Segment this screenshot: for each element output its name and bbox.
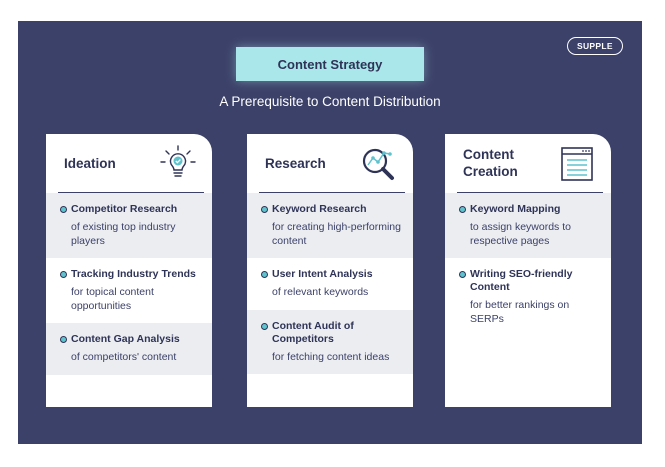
card-header: Research xyxy=(247,134,413,192)
card-header: Ideation xyxy=(46,134,212,192)
list-item: Keyword Mapping to assign keywords to re… xyxy=(445,193,611,258)
bullet-icon xyxy=(459,206,466,213)
list-item: Writing SEO-friendly Content for better … xyxy=(445,258,611,336)
list-item: Keyword Research for creating high-perfo… xyxy=(247,193,413,258)
list-item: User Intent Analysis of relevant keyword… xyxy=(247,258,413,310)
page-title: Content Strategy xyxy=(277,56,383,72)
item-title: Keyword Mapping xyxy=(470,203,561,215)
bullet-icon xyxy=(261,206,268,213)
bullet-icon xyxy=(261,322,268,330)
card-header: Content Creation xyxy=(445,134,611,192)
card-title: Research xyxy=(265,155,326,171)
header-divider xyxy=(259,192,405,193)
card-ideation: Ideation Competitor Research of ex xyxy=(46,134,212,407)
subtitle: A Prerequisite to Content Distribution xyxy=(219,94,441,109)
item-desc: for fetching content ideas xyxy=(272,350,390,363)
infographic: Content Strategy A Prerequisite to Conte… xyxy=(18,21,642,444)
card-content-creation: Content Creation Keyword Mapping to assi… xyxy=(445,134,611,407)
list-item: Competitor Research of existing top indu… xyxy=(46,193,212,258)
item-title: Content Audit of Competitors xyxy=(272,319,354,345)
item-desc: of relevant keywords xyxy=(272,286,369,298)
bullet-icon xyxy=(60,206,67,213)
title-box: Content Strategy xyxy=(236,47,424,81)
item-desc: to assign keywords to respective pages xyxy=(470,221,571,247)
item-desc: of existing top industry players xyxy=(71,221,176,247)
item-title: Content Gap Analysis xyxy=(71,333,180,345)
item-desc: of competitors' content xyxy=(71,351,177,363)
item-desc: for creating high-performing content xyxy=(272,221,401,247)
list-item: Content Gap Analysis of competitors' con… xyxy=(46,323,212,375)
card-title: Ideation xyxy=(64,155,116,171)
bullet-icon xyxy=(459,271,466,278)
list-item: Content Audit of Competitors for fetchin… xyxy=(247,309,413,374)
list-item: Tracking Industry Trends for topical con… xyxy=(46,258,212,323)
logo-text: SUPPLE xyxy=(577,41,613,51)
item-title: Keyword Research xyxy=(272,203,367,215)
header-divider xyxy=(457,192,603,193)
item-title: User Intent Analysis xyxy=(272,268,373,280)
card-title: Content Creation xyxy=(463,147,518,179)
header-divider xyxy=(58,192,204,193)
bullet-icon xyxy=(60,271,67,278)
lightbulb-check-icon xyxy=(160,145,196,177)
item-title: Competitor Research xyxy=(71,203,178,215)
document-window-icon xyxy=(561,147,593,181)
bullet-icon xyxy=(261,271,268,278)
item-desc: for topical content opportunities xyxy=(71,286,154,312)
item-title: Tracking Industry Trends xyxy=(71,268,196,280)
card-research: Research Keyword Research for creating h… xyxy=(247,134,413,407)
magnifier-chart-icon xyxy=(362,148,394,180)
brand-logo: SUPPLE xyxy=(567,37,623,55)
bullet-icon xyxy=(60,336,67,343)
item-desc: for better rankings on SERPs xyxy=(470,299,570,325)
item-title: Writing SEO-friendly Content xyxy=(470,268,573,293)
